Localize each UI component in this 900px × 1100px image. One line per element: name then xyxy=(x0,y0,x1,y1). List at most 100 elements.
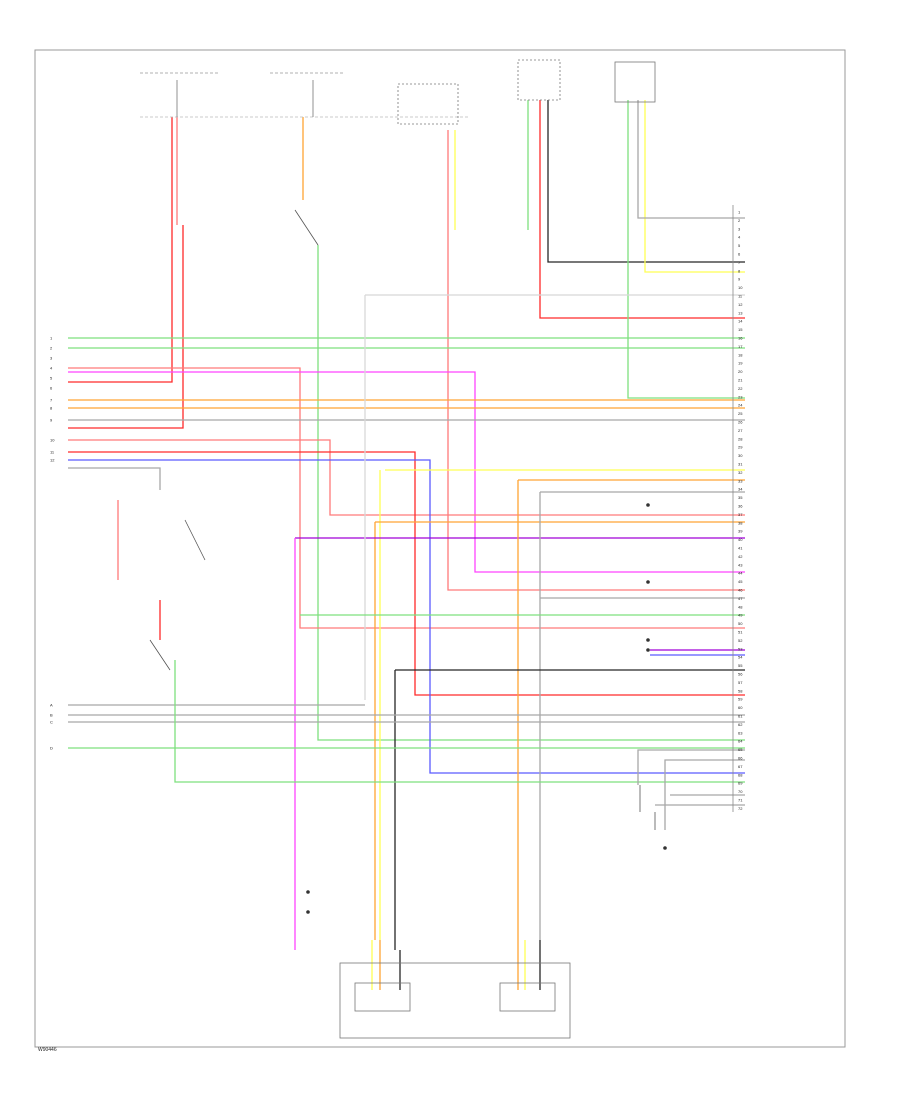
ground-point xyxy=(663,846,667,850)
ecm-pin-12: 12 xyxy=(738,302,743,307)
splice-point-1 xyxy=(646,503,650,507)
ecm-pin-36: 36 xyxy=(738,504,743,509)
ecm-pin-50: 50 xyxy=(738,621,743,626)
left-connector-2: 2 xyxy=(50,346,53,351)
ecm-pin-45: 45 xyxy=(738,579,743,584)
wire-gray-53 xyxy=(664,759,745,830)
left-connector-11: 11 xyxy=(50,450,55,455)
wire-red-21 xyxy=(68,451,745,696)
left-connector-9: 9 xyxy=(50,418,53,423)
wire-green-10 xyxy=(627,100,745,399)
bottom-left-connector-C: C xyxy=(50,720,53,725)
wire-gray-23 xyxy=(68,467,161,490)
ecm-pin-15: 15 xyxy=(738,327,743,332)
ecm-pin-28: 28 xyxy=(738,436,743,441)
wire-gray-50 xyxy=(637,749,745,785)
ecm-pin-16: 16 xyxy=(738,336,743,341)
ignition-switch-box xyxy=(397,83,459,125)
ecm-pin-52: 52 xyxy=(738,638,743,643)
left-connector-12: 12 xyxy=(50,458,55,463)
ecm-pin-1: 1 xyxy=(738,210,741,215)
wire-green-47 xyxy=(174,660,745,783)
ecm-pin-35: 35 xyxy=(738,495,743,500)
diagram-border xyxy=(34,49,846,1048)
ecm-pin-27: 27 xyxy=(738,428,743,433)
ecm-pin-62: 62 xyxy=(738,722,743,727)
ecm-pin-31: 31 xyxy=(738,462,743,467)
ecm-pin-11: 11 xyxy=(738,294,743,299)
wire-pink-5 xyxy=(447,130,745,591)
components-layer xyxy=(140,59,734,1039)
ecm-pin-23: 23 xyxy=(738,394,743,399)
labels-layer: 1234567891011121314151617181920212223242… xyxy=(50,210,743,811)
ecm-pin-18: 18 xyxy=(738,352,743,357)
ecm-pin-26: 26 xyxy=(738,420,743,425)
instrument-cluster-box xyxy=(614,61,656,103)
ecm-pin-13: 13 xyxy=(738,310,743,315)
ecm-pin-25: 25 xyxy=(738,411,743,416)
ecm-pin-59: 59 xyxy=(738,697,743,702)
ecm-pin-48: 48 xyxy=(738,604,743,609)
ecm-pin-34: 34 xyxy=(738,487,743,492)
ecm-pin-8: 8 xyxy=(738,268,741,273)
ecm-pin-3: 3 xyxy=(738,226,741,231)
ecm-pin-72: 72 xyxy=(738,806,743,811)
ecm-pin-42: 42 xyxy=(738,554,743,559)
ecm-pin-67: 67 xyxy=(738,764,743,769)
ecm-pin-22: 22 xyxy=(738,386,743,391)
ecm-pin-53: 53 xyxy=(738,646,743,651)
wire-black-8 xyxy=(547,100,745,263)
sensor-1-box xyxy=(354,982,411,1012)
ecm-pin-32: 32 xyxy=(738,470,743,475)
ecm-pin-49: 49 xyxy=(738,613,743,618)
wire-pink-20 xyxy=(68,439,745,516)
ecm-pin-44: 44 xyxy=(738,571,743,576)
bottom-left-connector-D: D xyxy=(50,746,53,751)
brake-switch-arm xyxy=(184,519,206,561)
wire-red-2 xyxy=(68,225,184,429)
ecm-pin-61: 61 xyxy=(738,714,743,719)
bottom-left-connector-A: A xyxy=(50,703,53,708)
ecm-pin-6: 6 xyxy=(738,252,741,257)
ecm-pin-56: 56 xyxy=(738,672,743,677)
relay-switch-arm xyxy=(294,209,319,246)
left-connector-5: 5 xyxy=(50,376,53,381)
wire-magenta-16 xyxy=(68,371,745,573)
ecm-pin-66: 66 xyxy=(738,756,743,761)
ecm-pin-54: 54 xyxy=(738,655,743,660)
ecm-pin-9: 9 xyxy=(738,277,741,282)
ecm-pin-20: 20 xyxy=(738,369,743,374)
ecm-pin-68: 68 xyxy=(738,772,743,777)
wire-gray-12 xyxy=(637,100,745,219)
ecm-pin-70: 70 xyxy=(738,789,743,794)
wire-blue-22 xyxy=(68,459,745,774)
ecm-pin-14: 14 xyxy=(738,319,743,324)
ecm-pin-4: 4 xyxy=(738,235,741,240)
ecm-pin-58: 58 xyxy=(738,688,743,693)
ecm-pin-64: 64 xyxy=(738,739,743,744)
ecm-pin-69: 69 xyxy=(738,781,743,786)
ecm-pin-57: 57 xyxy=(738,680,743,685)
ecm-pin-40: 40 xyxy=(738,537,743,542)
wire-green-4 xyxy=(317,245,745,741)
sensor-assembly-box xyxy=(339,962,571,1039)
left-connector-10: 10 xyxy=(50,438,55,443)
sensor-2-box xyxy=(499,982,556,1012)
wire-pink-15 xyxy=(68,367,745,629)
ecm-pin-43: 43 xyxy=(738,562,743,567)
connector-dot-1 xyxy=(306,890,310,894)
ecm-pin-46: 46 xyxy=(738,588,743,593)
ecm-pin-39: 39 xyxy=(738,529,743,534)
left-connector-4: 4 xyxy=(50,366,53,371)
ecm-pin-71: 71 xyxy=(738,798,743,803)
figure-code: W90446 xyxy=(38,1047,57,1053)
ecm-pin-47: 47 xyxy=(738,596,743,601)
ecm-pin-37: 37 xyxy=(738,512,743,517)
ecm-pin-17: 17 xyxy=(738,344,743,349)
left-connector-7: 7 xyxy=(50,398,53,403)
ecm-pin-65: 65 xyxy=(738,747,743,752)
ecm-pin-7: 7 xyxy=(738,260,741,265)
left-connector-8: 8 xyxy=(50,406,53,411)
bottom-left-connector-B: B xyxy=(50,713,53,718)
left-connector-3: 3 xyxy=(50,356,53,361)
